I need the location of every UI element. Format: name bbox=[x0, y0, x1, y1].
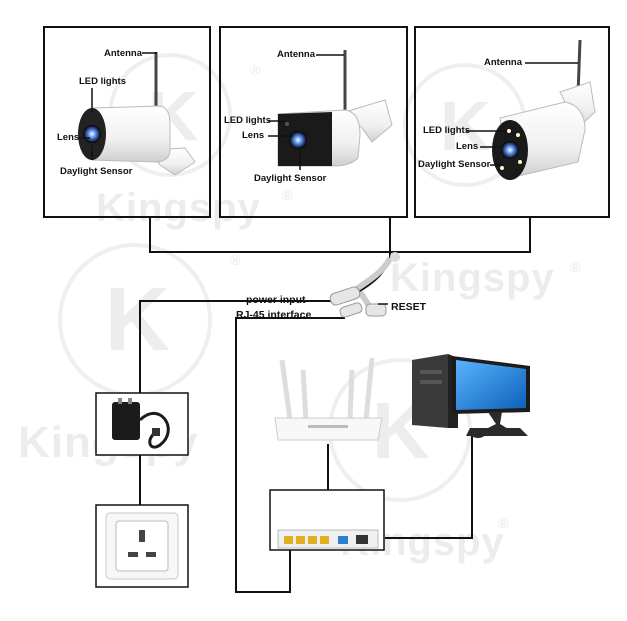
camera-1-led-label: LED lights bbox=[79, 76, 126, 87]
router-back-ports-icon bbox=[277, 529, 379, 549]
watermark-mark: K bbox=[105, 270, 170, 370]
watermark-registered: ® bbox=[570, 259, 581, 275]
rj45-interface-label: RJ-45 interface bbox=[236, 309, 312, 321]
power-input-label: power input bbox=[246, 294, 306, 306]
connection-lines bbox=[139, 217, 531, 593]
watermark-brand: Kingspy bbox=[390, 256, 555, 300]
camera-box-3 bbox=[414, 26, 610, 218]
camera-2-lens-label: Lens bbox=[242, 130, 265, 141]
camera-3-led-label: LED lights bbox=[423, 125, 470, 136]
wifi-router-icon bbox=[274, 357, 383, 441]
camera-1-icon bbox=[78, 52, 196, 176]
camera-pigtail-cable-icon bbox=[329, 252, 400, 318]
camera-box-1 bbox=[43, 26, 211, 218]
camera-box-2 bbox=[219, 26, 408, 218]
watermark-registered: ® bbox=[230, 252, 241, 268]
watermark-brand: Kingspy bbox=[96, 186, 261, 230]
camera-3-sensor-label: Daylight Sensor bbox=[418, 159, 491, 170]
desktop-computer-icon bbox=[412, 354, 530, 438]
camera-1-antenna-label: Antenna bbox=[104, 48, 142, 59]
camera-3-antenna-label: Antenna bbox=[484, 57, 522, 68]
power-adapter-box bbox=[95, 392, 189, 456]
reset-label: RESET bbox=[391, 301, 427, 313]
watermark-registered: ® bbox=[282, 187, 293, 203]
camera-2-led-label: LED lights bbox=[224, 115, 271, 126]
camera-2-sensor-label: Daylight Sensor bbox=[254, 173, 327, 184]
camera-1-sensor-label: Daylight Sensor bbox=[60, 166, 133, 177]
watermark-registered: ® bbox=[250, 62, 261, 78]
label-pointers bbox=[80, 52, 578, 170]
watermark-registered: ® bbox=[498, 515, 509, 531]
power-adapter-icon bbox=[112, 398, 170, 449]
camera-1-lens-label: Lens bbox=[57, 132, 80, 143]
camera-3-icon bbox=[492, 39, 596, 180]
camera-3-lens-label: Lens bbox=[456, 141, 479, 152]
camera-2-icon bbox=[277, 50, 393, 167]
camera-2-antenna-label: Antenna bbox=[277, 49, 315, 60]
watermark-mark: K bbox=[440, 87, 491, 165]
wall-socket-icon bbox=[105, 512, 179, 580]
